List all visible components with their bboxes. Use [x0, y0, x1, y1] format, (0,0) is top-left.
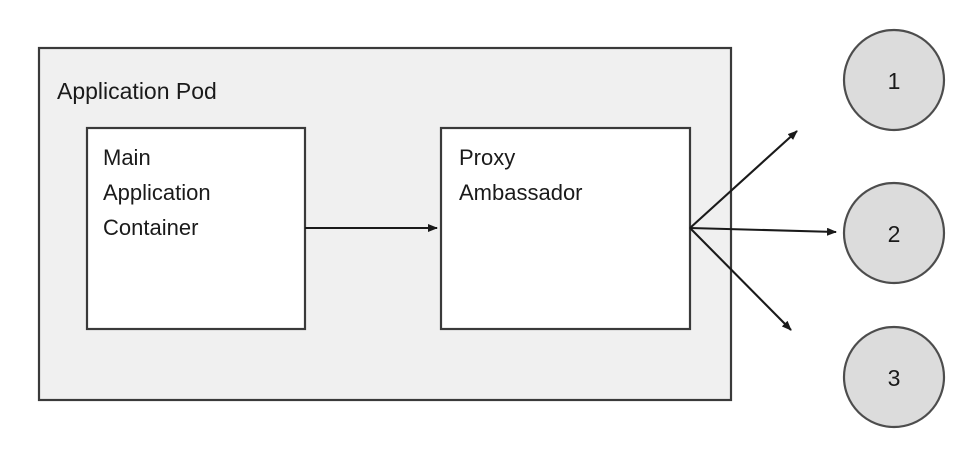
- proxy-ambassador-container[interactable]: Proxy Ambassador: [439, 126, 692, 331]
- connector-proxy-to-node-2: [689, 226, 837, 236]
- main-application-container-label-line1: Main: [103, 145, 151, 170]
- proxy-ambassador-label-line1: Proxy: [459, 145, 515, 170]
- main-application-container-rect[interactable]: [85, 126, 307, 331]
- main-application-container-label-line3: Container: [103, 215, 198, 240]
- external-node-2-label: 2: [888, 221, 901, 247]
- external-node-1-label: 1: [888, 68, 901, 94]
- proxy-ambassador-container-rect[interactable]: [439, 126, 692, 331]
- connector-proxy-to-node-3: [689, 227, 792, 331]
- connector-proxy-to-node-1: [689, 130, 798, 229]
- external-node-3[interactable]: 3: [842, 325, 946, 429]
- external-node-2[interactable]: 2: [842, 181, 946, 285]
- external-node-3-circle[interactable]: [842, 325, 946, 429]
- external-node-1[interactable]: 1: [842, 28, 946, 132]
- external-node-3-label: 3: [888, 365, 901, 391]
- external-node-1-circle[interactable]: [842, 28, 946, 132]
- application-pod-title: Application Pod: [57, 78, 217, 104]
- main-application-container-label-line2: Application: [103, 180, 211, 205]
- external-node-2-circle[interactable]: [842, 181, 946, 285]
- proxy-ambassador-label-line2: Ambassador: [459, 180, 583, 205]
- main-application-container[interactable]: Main Application Container: [85, 126, 307, 331]
